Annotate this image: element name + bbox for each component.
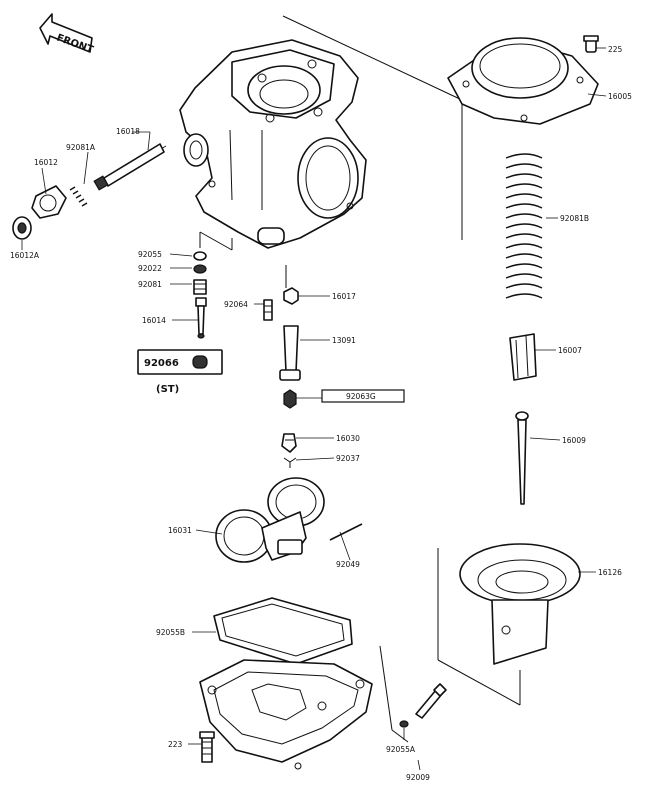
label-92009: 92009 [406, 773, 430, 782]
float-bowl [199, 659, 373, 770]
label-16030: 16030 [336, 434, 360, 443]
label-92049: 92049 [336, 560, 360, 569]
vacuum-slide-diaphragm [459, 543, 581, 665]
float-valve-assembly [281, 433, 297, 468]
label-16014: 16014 [142, 316, 166, 325]
float-assembly [215, 477, 363, 563]
label-92055b: 92055B [156, 628, 185, 637]
label-st: (ST) [156, 384, 179, 395]
label-92081b: 92081B [560, 214, 589, 223]
main-jet-assembly [263, 287, 301, 409]
needle-holder [509, 333, 537, 381]
idle-adjust-screw-assembly [12, 143, 167, 240]
jet-needle [515, 411, 529, 505]
label-92081: 92081 [138, 280, 162, 289]
label-92064: 92064 [224, 300, 248, 309]
label-92022: 92022 [138, 264, 162, 273]
assembly-frame-lines [199, 15, 521, 743]
label-16126: 16126 [598, 568, 622, 577]
label-13091: 13091 [332, 336, 356, 345]
label-92081a: 92081A [66, 143, 96, 152]
label-16005: 16005 [608, 92, 632, 101]
label-92055a: 92055A [386, 745, 416, 754]
callout-leaders [21, 47, 607, 771]
label-16031: 16031 [168, 526, 192, 535]
float-bowl-gasket [213, 597, 353, 665]
label-223: 223 [168, 740, 183, 749]
label-16018: 16018 [116, 127, 140, 136]
label-225: 225 [608, 45, 623, 54]
partnum-92063g-box [321, 389, 405, 403]
slide-spring [505, 153, 543, 299]
label-16012: 16012 [34, 158, 58, 167]
label-16017: 16017 [332, 292, 356, 301]
carburetor-body [179, 39, 367, 249]
jet-parts-column [192, 251, 208, 369]
partnum-92066-box [137, 349, 223, 375]
front-arrow-icon: FRONT [39, 13, 95, 56]
label-16012a: 16012A [10, 251, 40, 260]
label-92066: 92066 [144, 358, 179, 369]
label-16009: 16009 [562, 436, 586, 445]
drain-screw-assembly [399, 683, 447, 728]
label-92063g: 92063G [346, 392, 376, 401]
label-16007: 16007 [558, 346, 582, 355]
label-92055: 92055 [138, 250, 162, 259]
bowl-screw [199, 731, 215, 763]
top-cover-assembly [447, 35, 599, 125]
label-92037: 92037 [336, 454, 360, 463]
